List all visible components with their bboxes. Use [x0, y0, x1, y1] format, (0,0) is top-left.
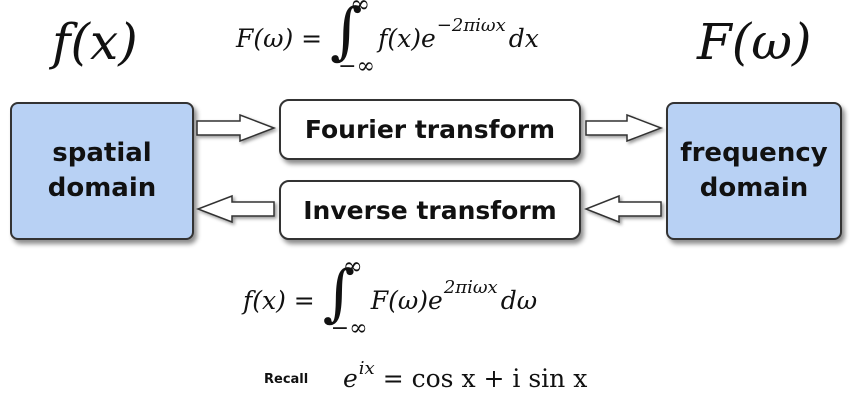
forward-lhs: F(ω) = [236, 23, 323, 53]
forward-differential: dx [508, 23, 539, 53]
frequency-function-label: F(ω) [697, 13, 812, 71]
euler-exponent: ix [358, 357, 375, 379]
frequency-domain-box: frequency domain [666, 102, 842, 240]
arrow-right-icon [196, 113, 277, 143]
fourier-transform-label: Fourier transform [304, 115, 556, 144]
upper-limit: ∞ [342, 252, 363, 280]
arrow-left-icon [583, 194, 662, 224]
euler-base: e [343, 364, 358, 393]
lower-limit: −∞ [330, 316, 368, 341]
upper-limit: ∞ [350, 0, 371, 18]
spatial-function-label: f(x) [52, 13, 138, 71]
forward-integrand: f(x)e [378, 23, 436, 53]
arrow-right-icon [585, 113, 664, 143]
integral-sign: ∫ [330, 0, 363, 67]
inverse-exponent: 2πiωx [443, 277, 498, 298]
lower-limit: −∞ [338, 54, 375, 79]
inverse-lhs: f(x) = [243, 285, 315, 315]
frequency-domain-line1: frequency [680, 137, 828, 168]
inverse-transform-label: Inverse transform [303, 195, 557, 225]
spatial-domain-line1: spatial [52, 137, 152, 168]
forward-exponent: −2πiωx [436, 15, 506, 36]
inverse-differential: dω [500, 285, 538, 315]
arrow-left-icon [195, 194, 275, 224]
fourier-transform-box: Fourier transform [279, 99, 581, 160]
recall-label: Recall [264, 372, 309, 387]
spatial-domain-box: spatial domain [10, 102, 194, 240]
inverse-integrand: F(ω)e [370, 285, 443, 315]
spatial-domain-line2: domain [47, 173, 157, 203]
forward-integral: ∫ ∞ −∞ [326, 0, 375, 79]
inverse-transform-box: Inverse transform [279, 180, 581, 240]
forward-transform-formula: F(ω) = ∫ ∞ −∞ f(x)e−2πiωx dx [236, 0, 539, 78]
frequency-domain-line2: domain [699, 173, 809, 203]
euler-rhs: = cos x + i sin x [382, 364, 588, 393]
inverse-integral: ∫ ∞ −∞ [319, 254, 368, 341]
integral-sign: ∫ [322, 256, 356, 329]
